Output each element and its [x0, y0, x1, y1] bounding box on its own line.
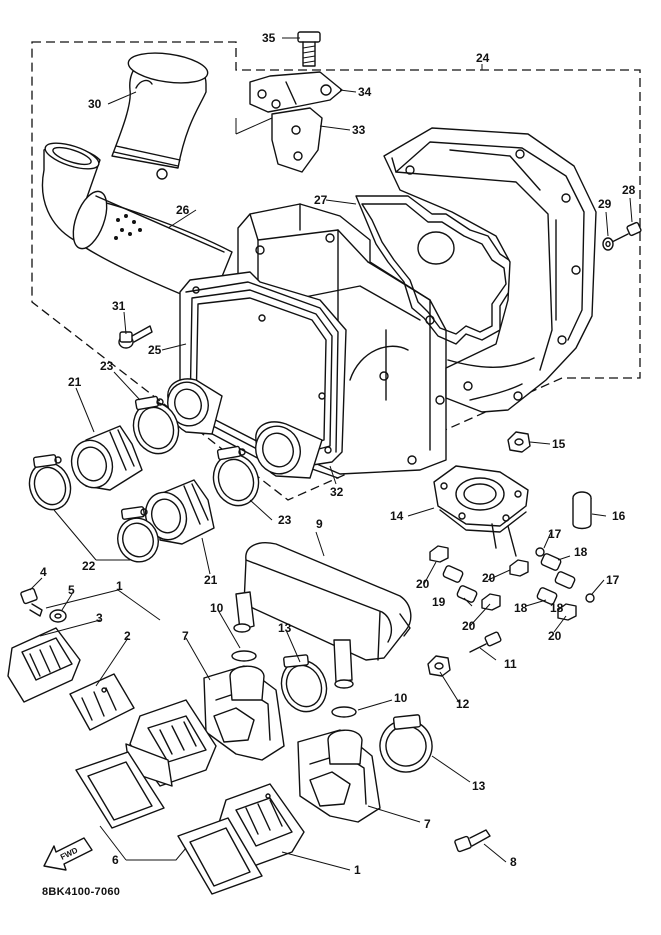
- assembly-boundary-24: [31, 41, 641, 501]
- callout-21b: 21: [204, 573, 218, 587]
- pipe-vent-holes: [114, 214, 142, 240]
- callout-34: 34: [358, 85, 372, 99]
- callout-1a: 1: [116, 579, 123, 593]
- clamp-23-lower: [212, 445, 260, 507]
- cap-16: [572, 491, 592, 530]
- callout-33: 33: [352, 123, 366, 137]
- intake-pipe-26: [41, 142, 233, 307]
- hose-parts-17-20: [429, 523, 595, 621]
- callout-20a: 20: [416, 577, 430, 591]
- callout-23a: 23: [100, 359, 114, 373]
- callout-14: 14: [390, 509, 404, 523]
- callout-20c: 20: [462, 619, 476, 633]
- reed-valve-1-upper: [125, 699, 217, 787]
- callout-22: 22: [82, 559, 96, 573]
- callout-17b: 17: [606, 573, 620, 587]
- callout-24: 24: [476, 51, 490, 65]
- callout-10a: 10: [210, 601, 224, 615]
- fwd-arrow: FWD: [43, 837, 93, 871]
- bolt-35: [297, 31, 321, 67]
- washer-29: [602, 237, 614, 251]
- reed-petal-2: [69, 673, 135, 731]
- callout-5: 5: [68, 583, 75, 597]
- gasket-27: [355, 195, 515, 345]
- air-box-sockets: [167, 378, 323, 479]
- callout-27: 27: [314, 193, 328, 207]
- callout-12: 12: [456, 697, 470, 711]
- carb-14: [433, 465, 529, 533]
- intake-chamber-9: [233, 542, 412, 689]
- joint-21-upper: [70, 425, 143, 491]
- callout-4: 4: [40, 565, 47, 579]
- clamp-22-lower: [117, 506, 159, 563]
- callout-35: 35: [262, 31, 276, 45]
- callout-18a: 18: [574, 545, 588, 559]
- clamp-22-upper: [28, 454, 72, 511]
- gasket-6-upper: [75, 751, 165, 829]
- callout-13b: 13: [472, 779, 486, 793]
- air-filter-25: [179, 271, 347, 471]
- callout-31: 31: [112, 299, 126, 313]
- clip-10-upper: [231, 650, 257, 662]
- clamp-23-upper: [132, 395, 180, 455]
- callout-20b: 20: [482, 571, 496, 585]
- callout-7a: 7: [182, 629, 189, 643]
- bolt-8: [454, 829, 491, 853]
- callout-9: 9: [316, 517, 323, 531]
- callout-6: 6: [112, 853, 119, 867]
- bolt-11: [469, 631, 502, 653]
- air-box-cover-24: [383, 127, 597, 413]
- gasket-6-lower: [177, 817, 263, 895]
- callout-15: 15: [552, 437, 566, 451]
- callout-7b: 7: [424, 817, 431, 831]
- callout-10b: 10: [394, 691, 408, 705]
- stay-33: [271, 107, 323, 173]
- carb-joint-7-lower: [297, 729, 381, 823]
- clamp-13-lower: [379, 714, 433, 773]
- catalog-code: 8BK4100-7060: [42, 886, 121, 898]
- washer-5: [49, 609, 67, 623]
- bracket-34: [249, 71, 343, 113]
- callout-23b: 23: [278, 513, 292, 527]
- callout-28: 28: [622, 183, 636, 197]
- callout-30: 30: [88, 97, 102, 111]
- bolt-31: [118, 325, 153, 349]
- callout-13a: 13: [278, 621, 292, 635]
- callout-3: 3: [96, 611, 103, 625]
- nut-12: [427, 655, 451, 677]
- screw-28: [611, 221, 642, 243]
- carb-joint-7-upper: [203, 665, 285, 761]
- joint-21-lower: [144, 479, 215, 545]
- leader-lines: [29, 37, 633, 871]
- callout-18c: 18: [550, 601, 564, 615]
- callout-32: 32: [330, 485, 344, 499]
- reed-valve-3: [7, 627, 81, 703]
- callout-20d: 20: [548, 629, 562, 643]
- callout-25: 25: [148, 343, 162, 357]
- callout-18b: 18: [514, 601, 528, 615]
- callout-19: 19: [432, 595, 446, 609]
- bolt-4: [20, 587, 43, 617]
- callout-11: 11: [504, 657, 517, 671]
- clamp-13-upper: [280, 654, 328, 713]
- callout-16: 16: [612, 509, 626, 523]
- callout-8: 8: [510, 855, 517, 869]
- intake-duct-30: [111, 52, 209, 180]
- callout-labels: 35 34 33 24 30 26 27 28 29 31 25 23 21 3…: [40, 31, 636, 877]
- nut-15: [507, 431, 531, 453]
- callout-2: 2: [124, 629, 131, 643]
- callout-21a: 21: [68, 375, 82, 389]
- callout-29: 29: [598, 197, 612, 211]
- callout-17a: 17: [548, 527, 562, 541]
- callout-26: 26: [176, 203, 190, 217]
- clip-10-lower: [331, 706, 357, 718]
- callout-1b: 1: [354, 863, 361, 877]
